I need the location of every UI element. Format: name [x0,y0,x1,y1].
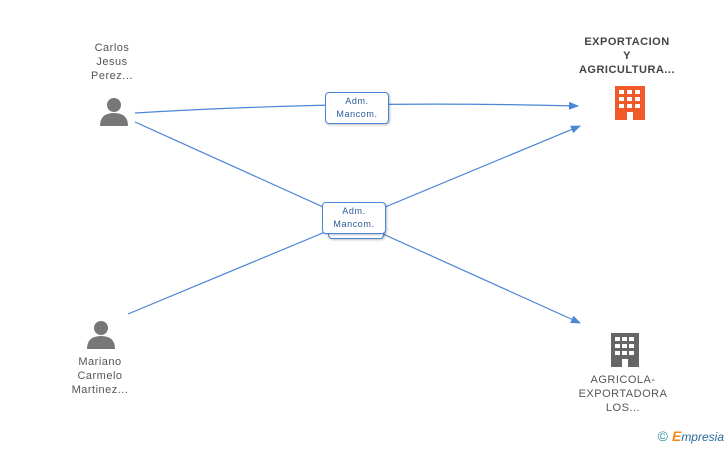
label-line: Jesus [96,56,128,68]
label-line: LOS... [605,402,641,414]
label-line: EXPORTACION [584,36,670,48]
role-line: Adm. [345,96,369,106]
building-icon[interactable] [611,333,639,367]
role-line: Mancom. [336,109,378,119]
person-icon[interactable] [100,98,128,126]
role-badge[interactable]: Adm. Mancom. [322,202,386,234]
brand-watermark: ©Empresia [658,428,724,444]
person-name-label[interactable]: Mariano Carmelo Martinez... [60,355,140,397]
role-line: Adm. [342,206,366,216]
label-line: Carlos [94,42,130,54]
person-icon[interactable] [87,321,115,349]
label-line: Martinez... [71,384,129,396]
company-name-label[interactable]: EXPORTACION Y AGRICULTURA... [562,35,692,77]
company-name-label[interactable]: AGRICOLA- EXPORTADORA LOS... [568,373,678,415]
role-badge[interactable]: Adm. Mancom. [325,92,389,124]
label-line: Mariano [78,356,122,368]
brand-initial: E [671,428,682,444]
role-line: Mancom. [333,219,375,229]
brand-name: mpresia [681,430,724,444]
copyright-icon: © [657,428,668,444]
label-line: AGRICOLA- [590,374,656,386]
label-line: Carmelo [77,370,123,382]
label-line: Perez... [91,70,133,82]
label-line: AGRICULTURA... [578,64,675,76]
label-line: EXPORTADORA [578,388,668,400]
building-icon[interactable] [615,86,645,120]
person-name-label[interactable]: Carlos Jesus Perez... [72,41,152,83]
label-line: Y [623,50,631,62]
